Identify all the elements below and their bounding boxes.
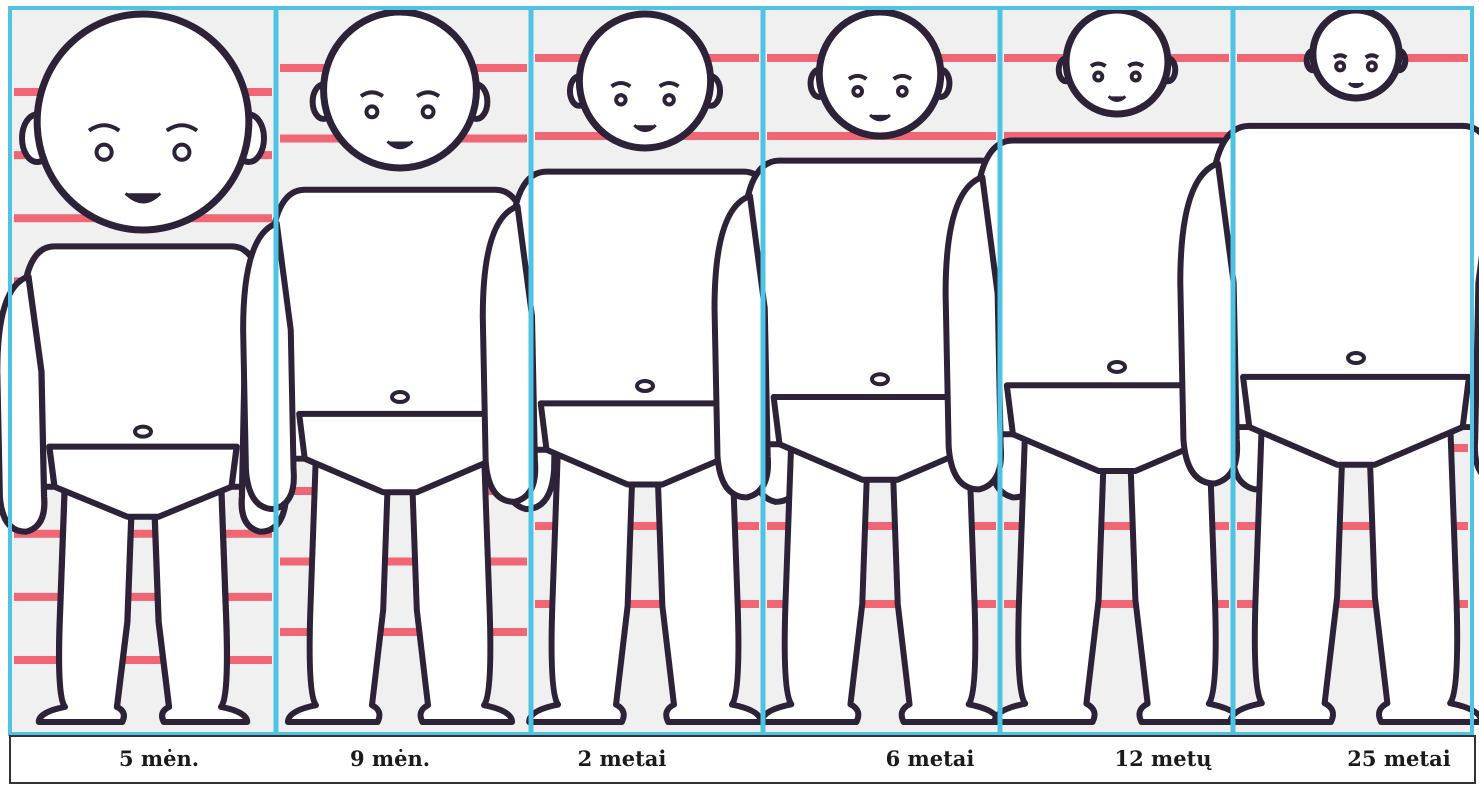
brow-left	[1334, 55, 1346, 57]
measure-stripe	[14, 593, 272, 601]
age-label-25-years: 25 metai	[1347, 746, 1450, 771]
measure-stripe	[14, 530, 272, 538]
age-label-2-years: 2 metai	[578, 746, 667, 771]
mouth	[870, 115, 890, 120]
mouth	[1109, 96, 1126, 100]
brow-right	[1366, 55, 1378, 57]
age-label-6-years: 6 metai	[886, 746, 975, 771]
measure-stripe	[14, 656, 272, 664]
mouth	[1349, 83, 1363, 87]
age-label-5-months: 5 mėn.	[119, 746, 199, 771]
age-label-9-months: 9 mėn.	[350, 746, 430, 771]
age-caption-strip: 5 mėn. 9 mėn. 2 metai 6 metai 12 metų 25…	[10, 736, 1475, 783]
age-label-12-years: 12 metų	[1114, 746, 1211, 771]
